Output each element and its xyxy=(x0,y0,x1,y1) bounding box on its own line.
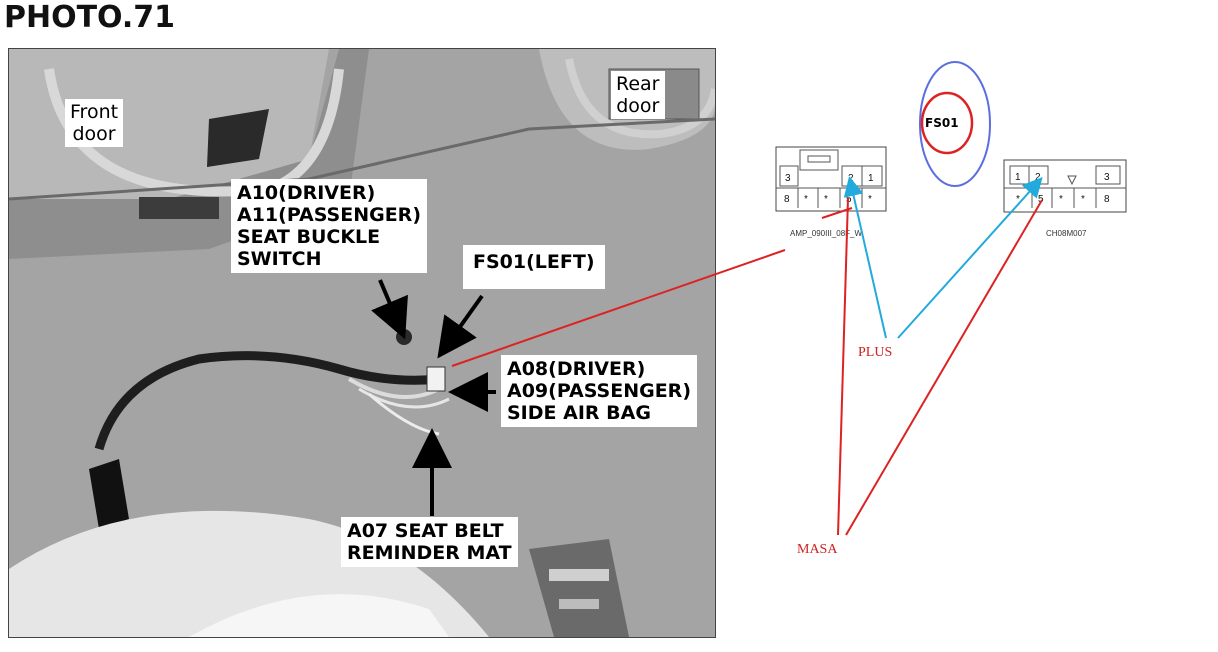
amp-pin-5: 5 xyxy=(846,194,852,205)
seat-belt-callout: A07 SEAT BELT REMINDER MAT xyxy=(341,517,518,567)
cyan-line-plus-to-ch xyxy=(897,177,1043,339)
ch-pin-8: 8 xyxy=(1104,194,1110,205)
masa-label: MASA xyxy=(797,542,838,557)
red-tick-amp xyxy=(821,207,853,219)
plus-label: PLUS xyxy=(858,345,892,360)
cyan-annotation-lines xyxy=(843,176,1043,339)
rear-door-label: Rear door xyxy=(611,71,665,119)
red-annotation-lines xyxy=(451,197,1043,536)
red-line-masa-to-ch xyxy=(845,199,1043,536)
front-door-label: Front door xyxy=(65,99,124,147)
seat-buckle-line3: SEAT BUCKLE xyxy=(237,226,381,248)
front-door-line1: Front xyxy=(70,101,119,123)
callout-pointers xyxy=(371,279,496,516)
amp-pin-1: 1 xyxy=(868,173,874,184)
page-title: PHOTO.71 xyxy=(4,0,176,35)
cyan-line-plus-to-amp xyxy=(843,176,887,339)
red-line-masa-to-amp xyxy=(837,197,849,536)
red-line-to-photo xyxy=(451,249,786,367)
rear-door-line1: Rear xyxy=(616,73,660,95)
side-airbag-line1: A08(DRIVER) xyxy=(507,358,646,380)
ch-connector-name: CH08M007 xyxy=(1046,229,1087,238)
seat-buckle-line2: A11(PASSENGER) xyxy=(237,204,421,226)
fs01-left-line1: FS01(LEFT) xyxy=(473,251,595,273)
seat-buckle-callout: A10(DRIVER) A11(PASSENGER) SEAT BUCKLE S… xyxy=(231,179,427,273)
side-airbag-line2: A09(PASSENGER) xyxy=(507,380,691,402)
ch-pin-4: * xyxy=(1016,194,1020,205)
seat-buckle-line1: A10(DRIVER) xyxy=(237,182,376,204)
amp-pin-8: 8 xyxy=(784,194,790,205)
connector-amp: 3 2 1 8 * * 5 * AMP_090III_08F_W xyxy=(775,146,887,238)
fs01-left-callout: FS01(LEFT) xyxy=(463,245,605,289)
ch-pin-3: 3 xyxy=(1104,172,1110,183)
car-interior-photo: Front door Rear door A10(DRIVER) A11(PAS… xyxy=(8,48,716,638)
fs01-red-circle xyxy=(920,91,974,155)
rear-door-line2: door xyxy=(616,95,660,117)
amp-pin-7: * xyxy=(804,194,808,205)
connector-ch08m007: 1 2 3 * 5 * * 8 CH08M007 xyxy=(1003,159,1127,238)
amp-connector-name: AMP_090III_08F_W xyxy=(790,229,862,238)
amp-pin-4: * xyxy=(868,194,872,205)
side-airbag-callout: A08(DRIVER) A09(PASSENGER) SIDE AIR BAG xyxy=(501,355,697,427)
ch-pin-6: * xyxy=(1059,194,1063,205)
pointer-seat-buckle xyxy=(371,279,408,340)
fs01-marker: FS01 xyxy=(919,61,991,187)
amp-pin-3: 3 xyxy=(785,173,791,184)
seat-belt-line2: REMINDER MAT xyxy=(347,542,512,564)
seat-buckle-line4: SWITCH xyxy=(237,248,322,270)
pointer-fs01-left xyxy=(437,294,484,359)
seat-belt-line1: A07 SEAT BELT xyxy=(347,520,504,542)
ch-pin-5: 5 xyxy=(1038,194,1044,205)
side-airbag-line3: SIDE AIR BAG xyxy=(507,402,651,424)
amp-pin-6: * xyxy=(824,194,828,205)
front-door-line2: door xyxy=(72,123,116,145)
fs01-blue-oval xyxy=(919,61,991,187)
fs01-label: FS01 xyxy=(925,116,959,130)
ch-pin-7: * xyxy=(1081,194,1085,205)
ch-pin-1: 1 xyxy=(1015,172,1021,183)
